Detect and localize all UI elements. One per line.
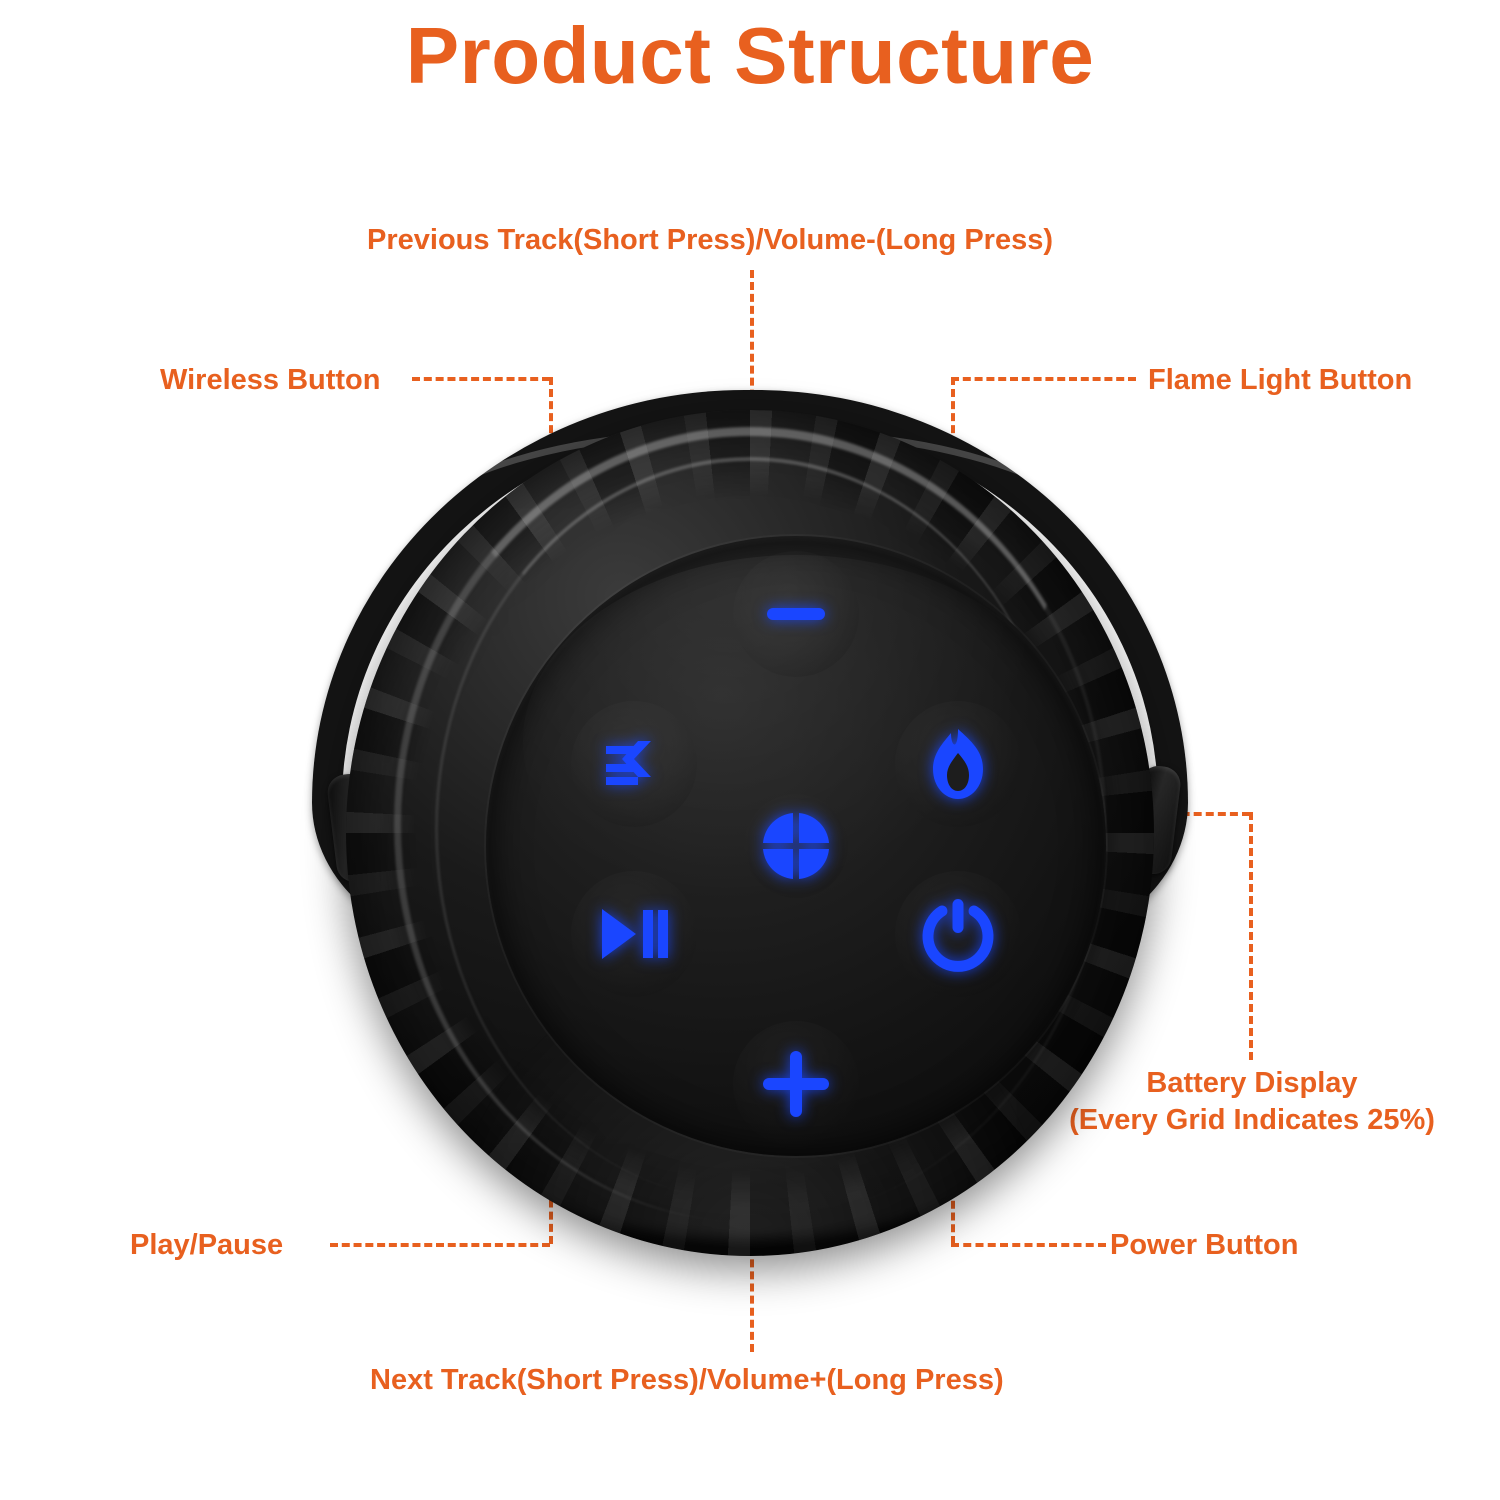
wireless-button[interactable]	[571, 701, 697, 827]
control-face	[486, 536, 1106, 1156]
battery-label-line-2: (Every Grid Indicates 25%)	[1069, 1104, 1435, 1137]
callout-label-flame-light-button: Flame Light Button	[1148, 364, 1413, 396]
power-icon	[922, 899, 994, 972]
bluetooth-speaker	[300, 382, 1200, 1282]
leader-line-power-horizontal	[951, 1243, 1106, 1247]
callout-label-next-track: Next Track(Short Press)/Volume+(Long Pre…	[370, 1364, 1004, 1396]
flame-light-button[interactable]	[895, 701, 1021, 827]
page-title: Product Structure	[405, 11, 1095, 100]
callout-label-play-pause: Play/Pause	[130, 1229, 284, 1261]
callout-label-previous-track: Previous Track(Short Press)/Volume-(Long…	[367, 224, 1053, 256]
flame-icon	[933, 729, 983, 799]
body-gloss-highlight-inner	[434, 456, 1066, 1201]
power-button[interactable]	[895, 871, 1021, 997]
play-pause-icon	[602, 909, 668, 959]
minus-icon	[767, 608, 825, 620]
wireless-icon	[606, 741, 651, 785]
volume-down-button[interactable]	[733, 551, 859, 677]
play-pause-button[interactable]	[571, 871, 697, 997]
callout-label-power-button: Power Button	[1110, 1229, 1299, 1261]
leader-line-wireless-horizontal	[412, 377, 550, 381]
plus-icon	[763, 1051, 829, 1117]
speaker-body	[346, 410, 1154, 1256]
volume-up-button[interactable]	[733, 1021, 859, 1147]
battery-label-line-1: Battery Display	[1146, 1067, 1358, 1099]
leader-line-battery-vertical	[1249, 812, 1253, 1060]
callout-label-battery-display: Battery Display (Every Grid Indicates 25…	[1022, 1065, 1482, 1139]
battery-quadrant-icon	[763, 813, 829, 879]
battery-display-indicator	[744, 794, 848, 898]
callout-label-wireless-button: Wireless Button	[160, 364, 381, 396]
leader-line-flame-horizontal	[951, 377, 1136, 381]
leader-line-playpause-horizontal	[330, 1243, 550, 1247]
